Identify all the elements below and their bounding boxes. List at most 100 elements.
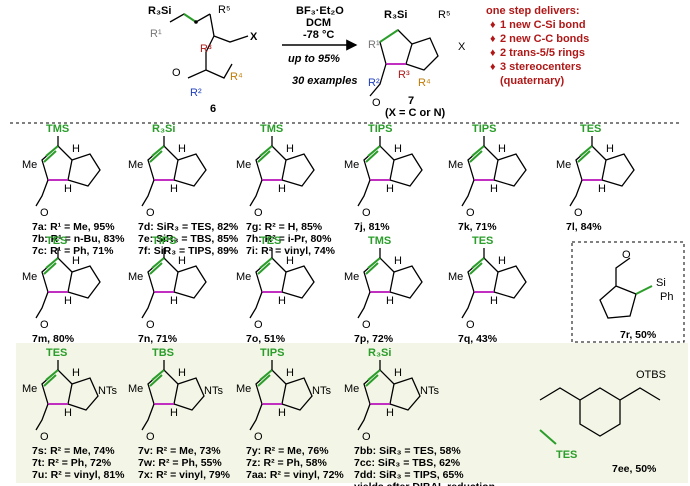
- me-label: Me: [236, 271, 251, 283]
- sm-r3si: R₃Si: [148, 5, 171, 17]
- ring-a: [41, 145, 73, 181]
- me-label: Me: [448, 159, 463, 171]
- nts-label: NTs: [312, 385, 331, 397]
- nts-label: NTs: [98, 385, 117, 397]
- h-label: H: [286, 143, 294, 155]
- carbonyl-bond: [249, 291, 263, 319]
- o-label: O: [362, 431, 371, 443]
- starting-material-6: R₃Si R¹ R⁵ X R³ R⁴ O R² 6: [148, 4, 258, 115]
- 7r-o-label: O: [622, 249, 631, 261]
- row3-caption-3-2: 7dd: SiR₃ = TIPS, 65%: [354, 469, 464, 481]
- o-label: O: [146, 319, 155, 331]
- row1-caption-2-0: 7g: R² = H, 85%: [246, 221, 323, 233]
- silyl-label: TES: [46, 235, 67, 247]
- reagent-dcm: DCM: [306, 17, 331, 29]
- ring-a: [363, 145, 395, 181]
- prod-r4: R⁴: [418, 77, 431, 89]
- alkene-bond: [257, 145, 273, 163]
- o-label: O: [40, 431, 49, 443]
- row3-caption-3-0: 7bb: SiR₃ = TES, 58%: [354, 445, 461, 457]
- h-label-2: H: [64, 295, 72, 307]
- prod-r3si: R₃Si: [384, 9, 407, 21]
- me-label: Me: [22, 271, 37, 283]
- row2-caption-3-0: 7p, 72%: [354, 333, 394, 345]
- silyl-label: TES: [46, 347, 67, 359]
- prod-x: X: [458, 41, 466, 53]
- row2-caption-2-0: 7o, 51%: [246, 333, 286, 345]
- o-label: O: [362, 207, 371, 219]
- h-label-2: H: [490, 183, 498, 195]
- silyl-label: TES: [260, 235, 281, 247]
- row3-caption-1-2: 7x: R² = vinyl, 79%: [138, 469, 231, 481]
- ring-b: [389, 265, 423, 299]
- ring-b: [67, 265, 101, 299]
- h-label: H: [498, 143, 506, 155]
- o-label: O: [40, 207, 49, 219]
- ring-a: [147, 145, 179, 181]
- row3-caption-1-1: 7w: R² = Ph, 55%: [138, 457, 222, 469]
- alkene-bond: [469, 145, 485, 163]
- delivers-title: one step delivers:: [486, 5, 580, 17]
- carbonyl-bond: [141, 179, 155, 207]
- sm-r3: R³: [200, 43, 212, 55]
- o-label: O: [574, 207, 583, 219]
- ring-b: [67, 153, 101, 187]
- sm-r2: R²: [190, 87, 202, 99]
- carbonyl-bond: [569, 179, 583, 207]
- ring-b: [173, 377, 205, 411]
- h-label: H: [178, 255, 186, 267]
- row1-caption-1-0: 7d: SiR₃ = TES, 82%: [138, 221, 239, 233]
- prod-o: O: [372, 97, 381, 109]
- row3-caption-0-2: 7u: R² = vinyl, 81%: [32, 469, 125, 481]
- prod-r5: R⁵: [438, 9, 451, 21]
- 7r-ph-label: Ph: [660, 291, 673, 303]
- sm-x: X: [250, 31, 258, 43]
- carbonyl-bond: [141, 403, 155, 431]
- row3-caption-0-0: 7s: R² = Me, 74%: [32, 445, 115, 457]
- ring-a: [255, 145, 287, 181]
- me-label: Me: [22, 383, 37, 395]
- product-note: (X = C or N): [385, 107, 446, 119]
- 7r-si-label: Si: [656, 277, 666, 289]
- h-label: H: [606, 143, 614, 155]
- reaction-temp: -78 °C: [303, 29, 334, 41]
- h-label-2: H: [490, 295, 498, 307]
- h-label-2: H: [64, 407, 72, 419]
- h-label-2: H: [598, 183, 606, 195]
- 7r-caption: 7r, 50%: [620, 329, 657, 341]
- alkene-bond: [149, 257, 165, 275]
- silyl-label: TMS: [46, 123, 69, 135]
- ring-a: [467, 145, 499, 181]
- h-label: H: [498, 255, 506, 267]
- sm-label: 6: [210, 103, 216, 115]
- o-label: O: [362, 319, 371, 331]
- silyl-label: TIPS: [368, 123, 392, 135]
- h-label-2: H: [386, 295, 394, 307]
- me-label: Me: [344, 383, 359, 395]
- carbonyl-bond: [141, 291, 155, 319]
- me-label: Me: [128, 383, 143, 395]
- h-label: H: [72, 367, 80, 379]
- silyl-label: TIPS: [260, 347, 284, 359]
- silyl-label: TBS: [152, 347, 174, 359]
- h-label-2: H: [64, 183, 72, 195]
- ring-a: [575, 145, 607, 181]
- 7ee-alkene: [539, 429, 557, 445]
- h-label: H: [394, 143, 402, 155]
- sm-r1: R¹: [150, 28, 162, 40]
- sm-r5: R⁵: [218, 4, 231, 16]
- alkene-bond: [43, 145, 59, 163]
- h-label-2: H: [386, 407, 394, 419]
- sm-o: O: [172, 67, 181, 79]
- alkene-bond: [577, 145, 593, 163]
- silyl-label: TES: [472, 235, 493, 247]
